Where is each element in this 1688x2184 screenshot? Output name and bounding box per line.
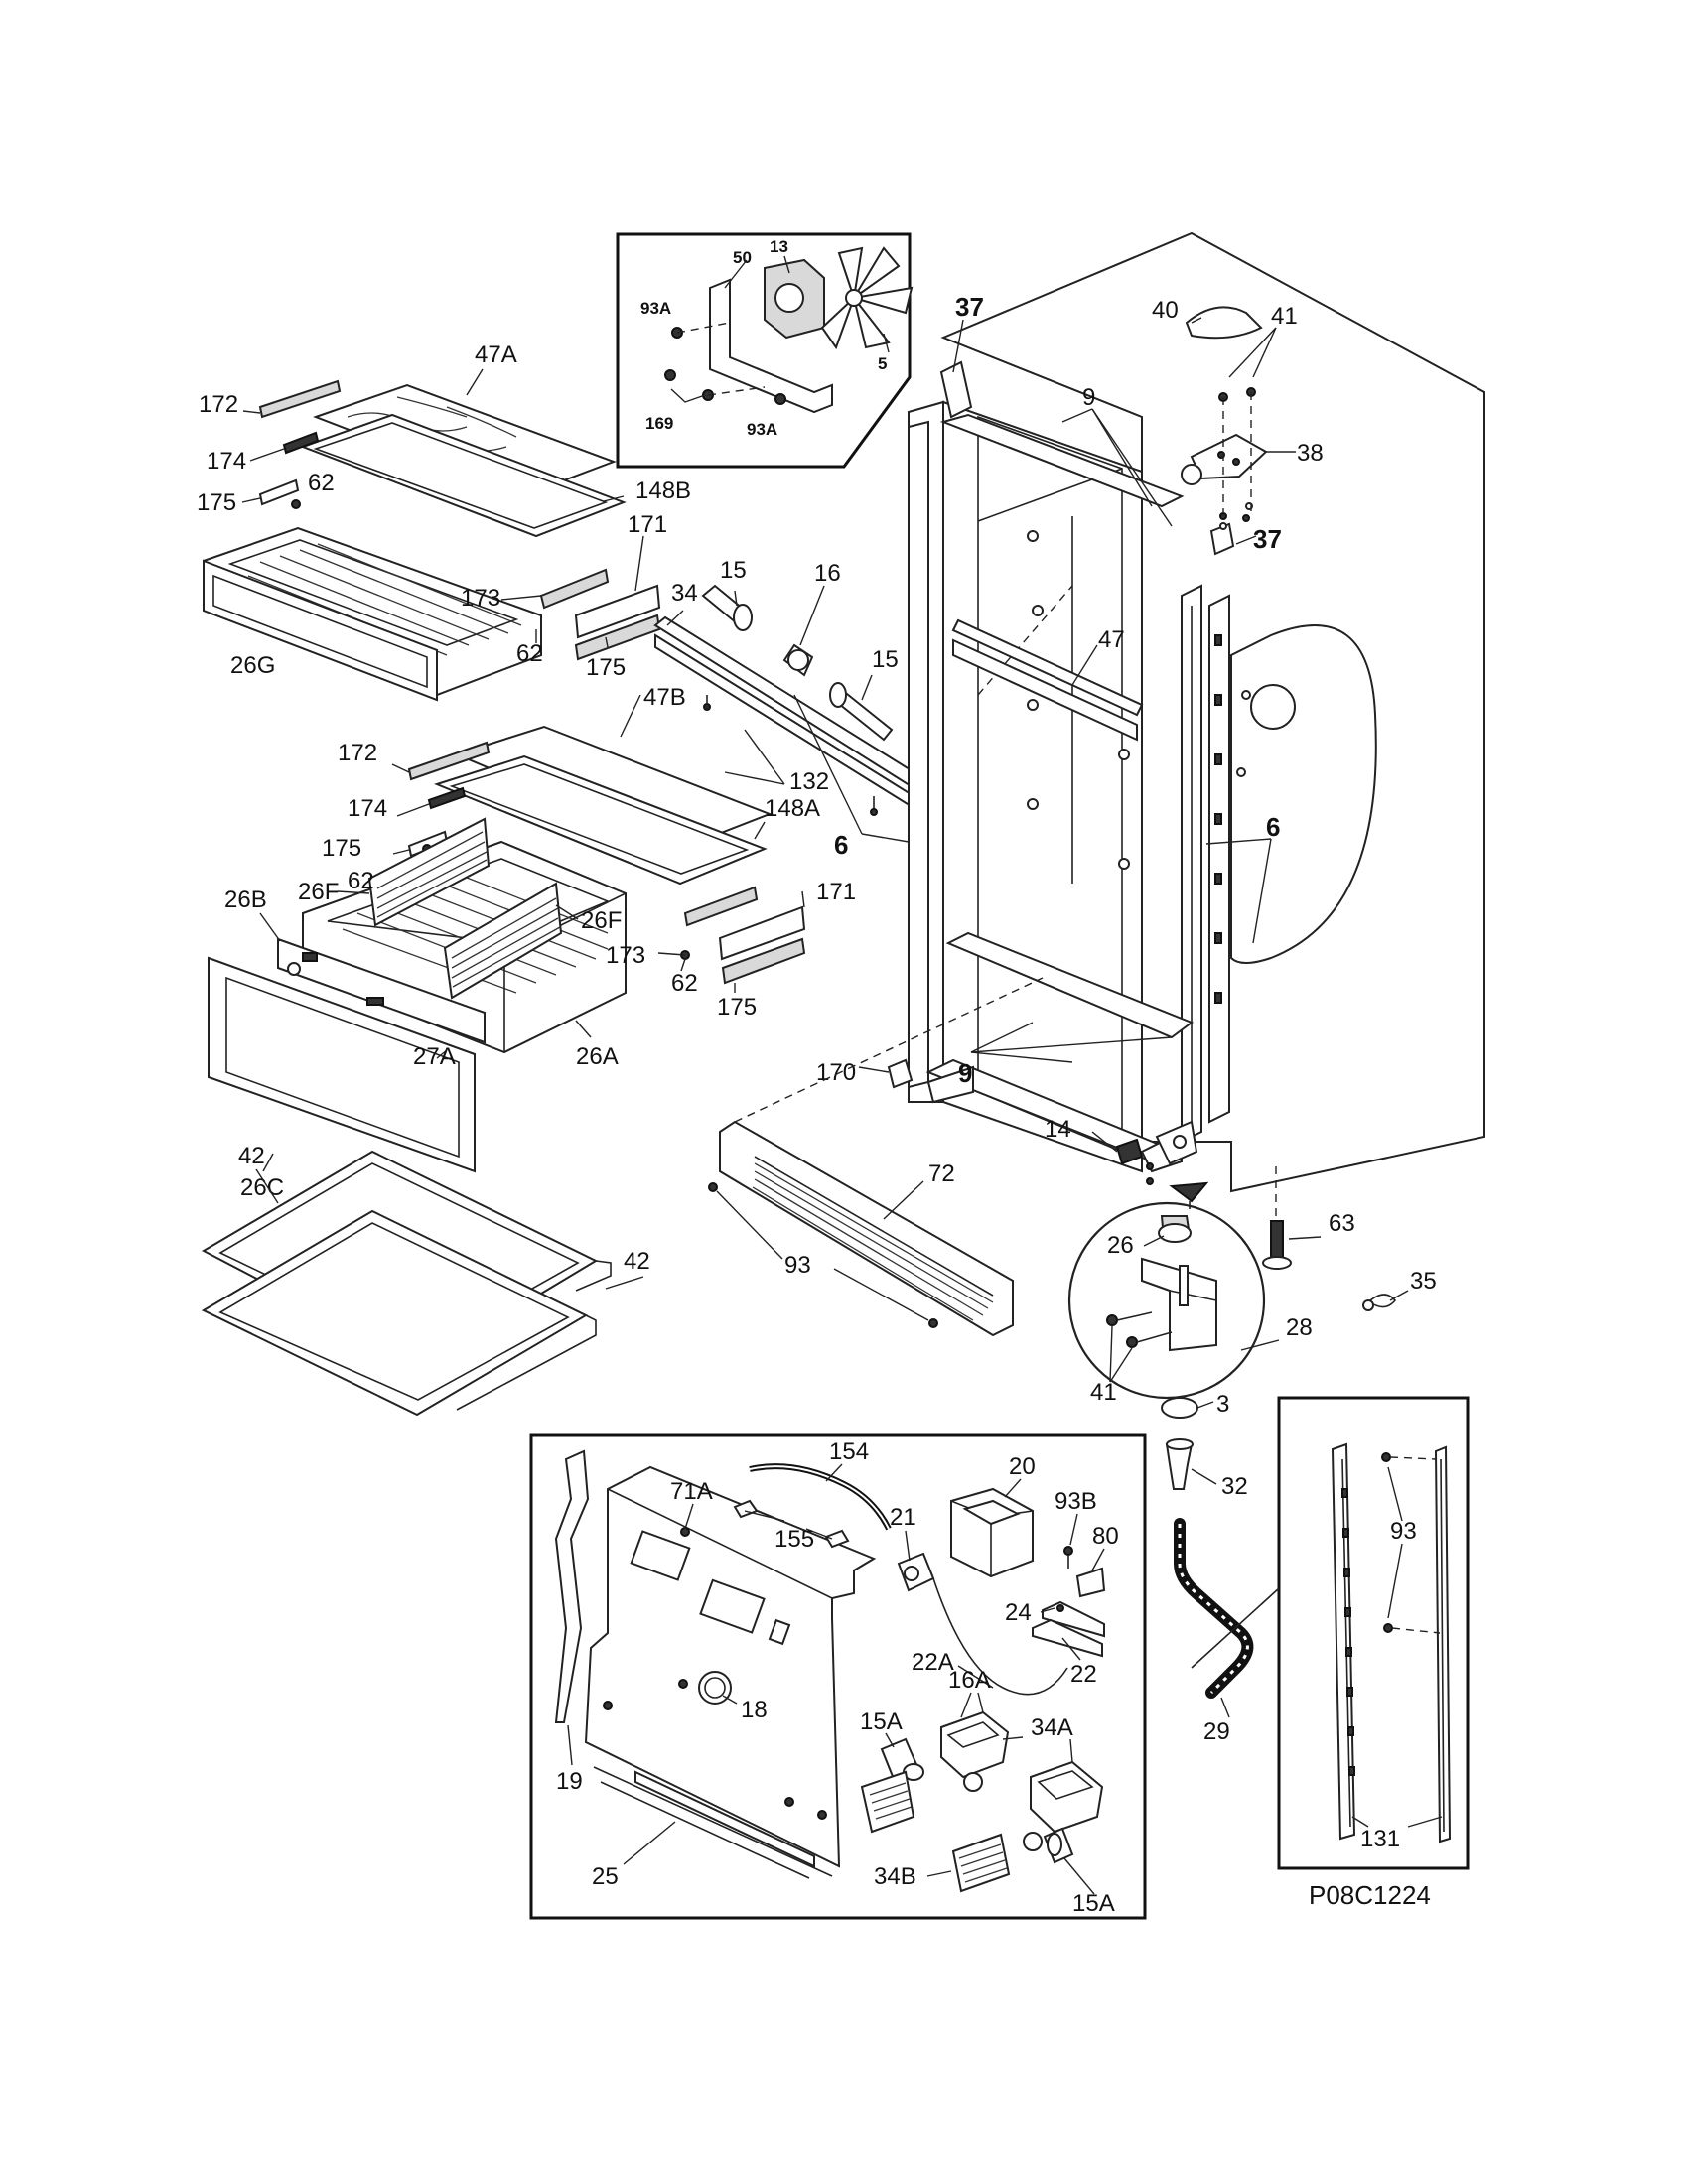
callout-131: 131 <box>1360 1826 1400 1852</box>
callout-148b: 148B <box>635 478 691 504</box>
callout-175: 175 <box>197 489 236 516</box>
callout-27a: 27A <box>413 1043 456 1070</box>
callout-174: 174 <box>207 448 246 475</box>
callout-93b: 93B <box>1055 1488 1097 1515</box>
callout-9: 9 <box>1082 384 1095 411</box>
callout-172: 172 <box>338 740 377 766</box>
callout-29: 29 <box>1203 1718 1230 1745</box>
callout-26b: 26B <box>224 887 267 913</box>
callout-62: 62 <box>671 970 698 997</box>
callout-172: 172 <box>199 391 238 418</box>
callout-13: 13 <box>770 237 788 256</box>
callout-62: 62 <box>308 470 335 496</box>
callout-93: 93 <box>784 1252 811 1279</box>
callout-15a: 15A <box>860 1708 903 1735</box>
callout-34a: 34A <box>1031 1714 1073 1741</box>
callout-173: 173 <box>606 942 645 969</box>
callout-14: 14 <box>1045 1116 1071 1143</box>
callout-26f: 26F <box>581 907 622 934</box>
callout-171: 171 <box>816 879 856 905</box>
callout-32: 32 <box>1221 1473 1248 1500</box>
callout-16: 16 <box>814 560 841 587</box>
callout-34: 34 <box>671 580 698 607</box>
callout-63: 63 <box>1329 1210 1355 1237</box>
callout-38: 38 <box>1297 440 1324 467</box>
callout-173: 173 <box>461 585 500 612</box>
callout-3: 3 <box>1216 1391 1229 1418</box>
callout-50: 50 <box>733 248 752 267</box>
callout-62: 62 <box>516 640 543 667</box>
shelf-standard-inset <box>1191 1396 1470 1870</box>
drawing-code: P08C1224 <box>1309 1880 1431 1910</box>
callout-47b: 47B <box>643 684 686 711</box>
lower-bin-assembly <box>208 694 806 1173</box>
callout-155: 155 <box>774 1526 814 1553</box>
callout-154: 154 <box>829 1438 869 1465</box>
callout-26a: 26A <box>576 1043 619 1070</box>
callout-175: 175 <box>586 654 626 681</box>
callout-148a: 148A <box>765 795 820 822</box>
callout-9: 9 <box>958 1058 972 1088</box>
callout-5: 5 <box>878 354 887 373</box>
control-panel-inset <box>529 1433 1147 1920</box>
callout-22a: 22A <box>912 1649 954 1676</box>
wire-shelves <box>201 1150 644 1417</box>
callout-47a: 47A <box>475 341 517 368</box>
callout-174: 174 <box>348 795 387 822</box>
freezer-cabinet <box>793 231 1485 1193</box>
callout-42: 42 <box>624 1248 650 1275</box>
callout-26f: 26F <box>298 879 339 905</box>
callout-93: 93 <box>1390 1518 1417 1545</box>
callout-47: 47 <box>1098 626 1125 653</box>
callout-21: 21 <box>890 1504 916 1531</box>
callout-15: 15 <box>720 557 747 584</box>
callout-35: 35 <box>1410 1268 1437 1295</box>
callout-6: 6 <box>1266 812 1280 842</box>
callout-15: 15 <box>872 646 899 673</box>
callout-93a: 93A <box>747 420 777 439</box>
callout-18: 18 <box>741 1697 768 1723</box>
callout-170: 170 <box>816 1059 856 1086</box>
light-bar-assembly <box>653 584 935 816</box>
callout-6: 6 <box>834 830 848 860</box>
callout-93a: 93A <box>640 299 671 318</box>
callout-132: 132 <box>789 768 829 795</box>
callout-171: 171 <box>628 511 667 538</box>
callout-20: 20 <box>1009 1453 1036 1480</box>
callout-15a: 15A <box>1072 1890 1115 1917</box>
toe-grille <box>708 977 1044 1337</box>
callout-37: 37 <box>955 292 984 322</box>
callout-28: 28 <box>1286 1314 1313 1341</box>
callout-25: 25 <box>592 1863 619 1890</box>
upper-shelf-assembly <box>203 368 661 702</box>
callout-37: 37 <box>1253 524 1282 554</box>
callout-19: 19 <box>556 1768 583 1795</box>
callout-24: 24 <box>1005 1599 1032 1626</box>
callout-175: 175 <box>322 835 361 862</box>
callout-71a: 71A <box>670 1478 713 1505</box>
callout-175: 175 <box>717 994 757 1021</box>
callout-80: 80 <box>1092 1523 1119 1550</box>
callout-169: 169 <box>645 414 673 433</box>
callout-22: 22 <box>1070 1661 1097 1688</box>
lower-hinge-area <box>1067 1166 1409 1718</box>
fan-motor-inset <box>616 232 914 469</box>
fan-blade <box>820 246 914 350</box>
callout-40: 40 <box>1152 297 1179 324</box>
callout-34b: 34B <box>874 1863 916 1890</box>
callout-16a: 16A <box>948 1667 991 1694</box>
callout-42: 42 <box>238 1143 265 1169</box>
callout-26g: 26G <box>230 652 275 679</box>
callout-26: 26 <box>1107 1232 1134 1259</box>
callout-72: 72 <box>928 1160 955 1187</box>
callout-41: 41 <box>1090 1379 1117 1406</box>
callout-41: 41 <box>1271 303 1298 330</box>
callout-62: 62 <box>348 868 374 894</box>
